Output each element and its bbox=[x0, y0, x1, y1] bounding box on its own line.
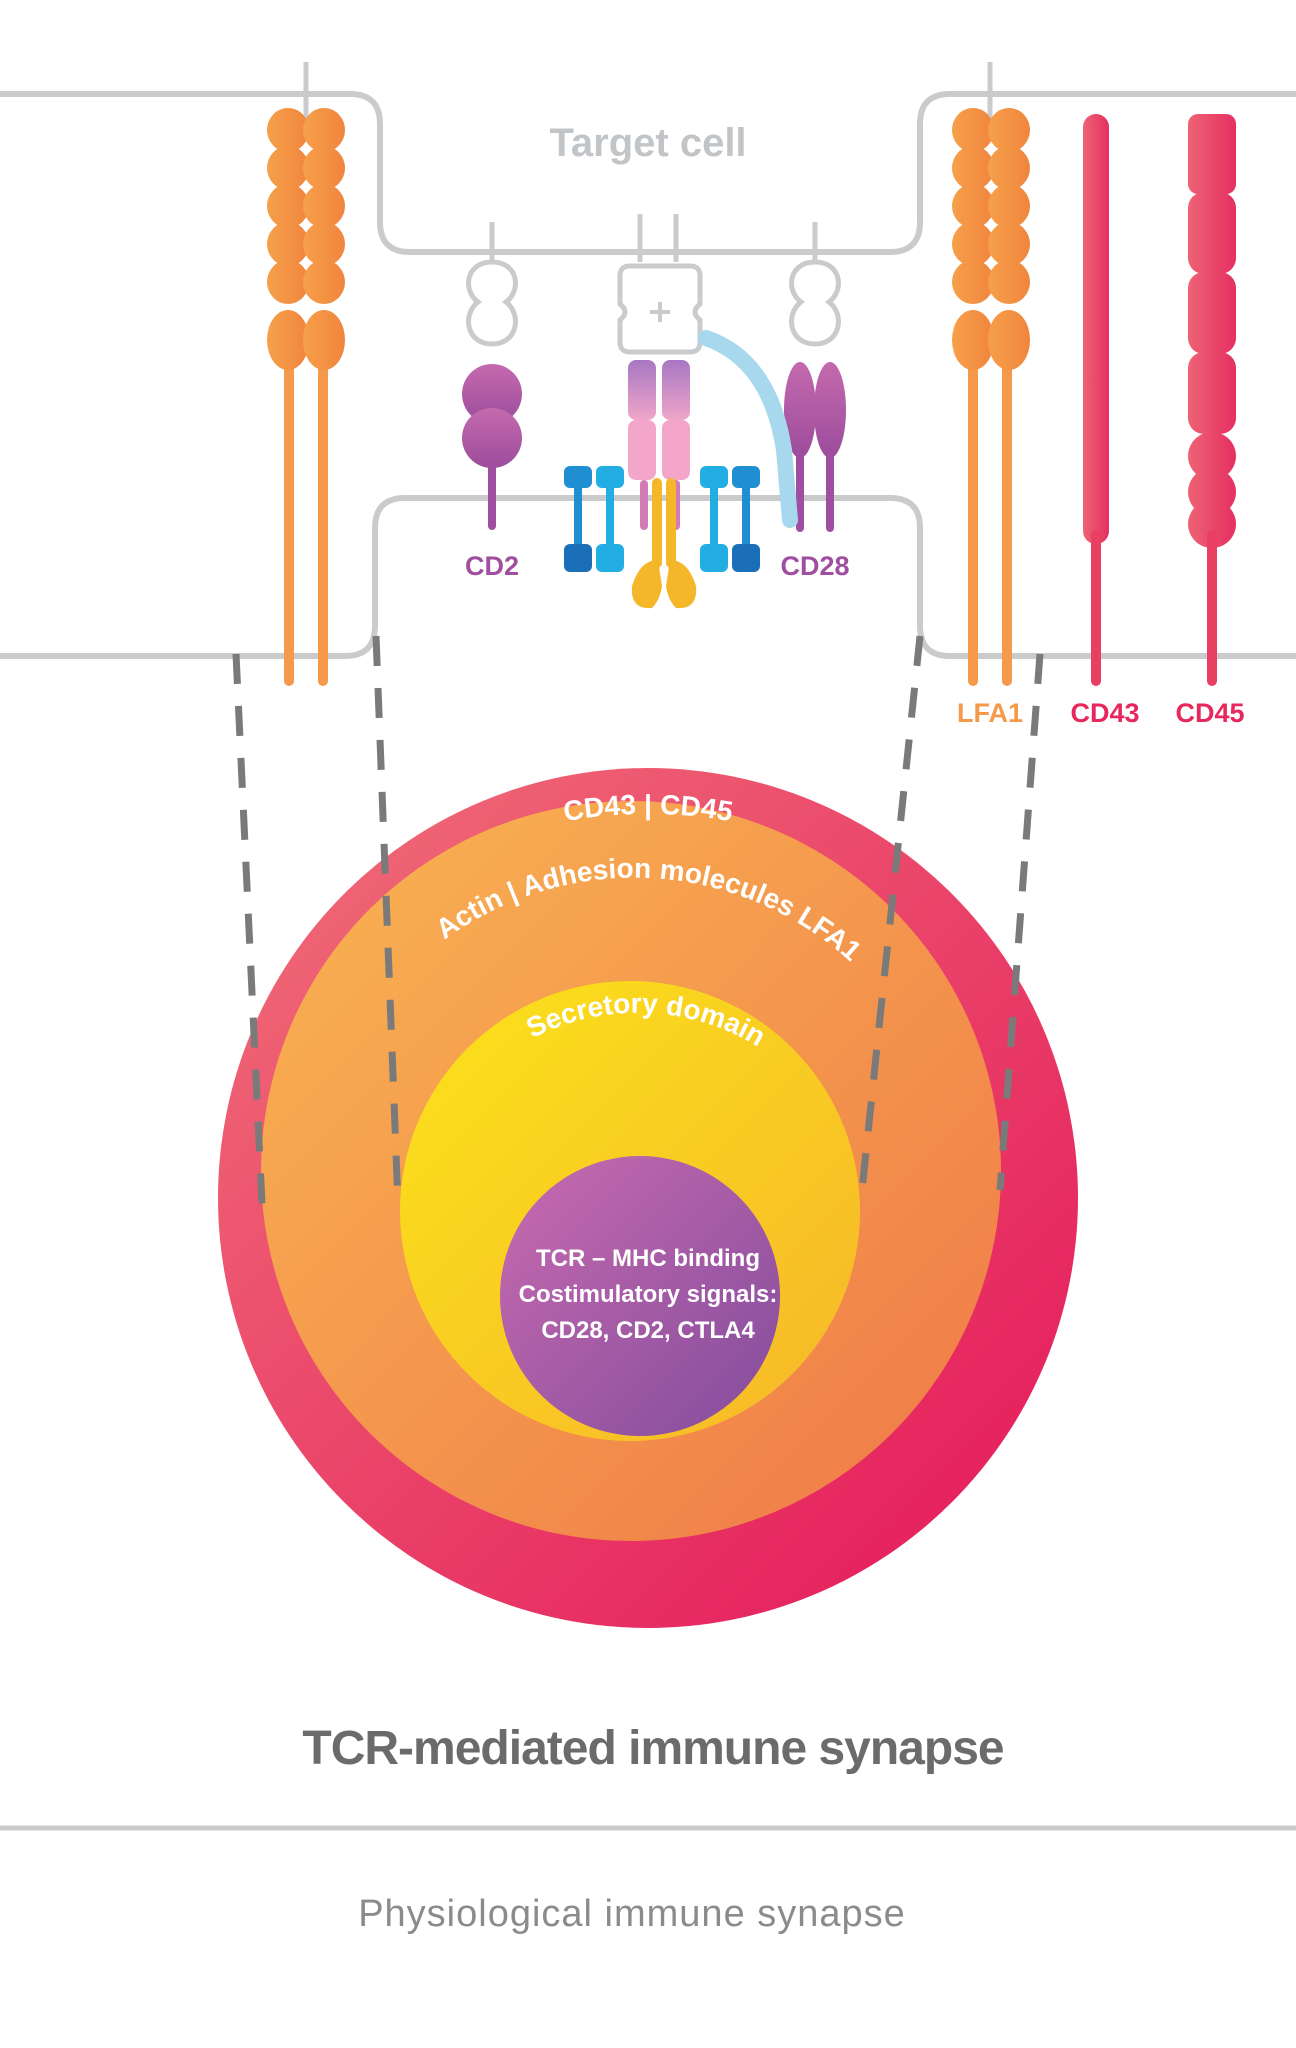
ring-center-line-2: Costimulatory signals: bbox=[519, 1281, 778, 1308]
lfa1-right-chain-a bbox=[952, 108, 994, 370]
cd3-left bbox=[564, 466, 624, 572]
cd43-label: CD43 bbox=[1070, 698, 1139, 728]
cd2-ligand bbox=[466, 222, 518, 347]
lfa1-right-chain-b bbox=[988, 108, 1030, 370]
lfa1-right-molecule bbox=[952, 62, 1030, 686]
lfa1-left-stalks bbox=[284, 330, 328, 686]
ring-center-line-3: CD28, CD2, CTLA4 bbox=[541, 1317, 755, 1344]
cd28-molecule bbox=[784, 362, 846, 532]
cd3-right bbox=[700, 466, 760, 572]
target-cell-label: Target cell bbox=[549, 121, 746, 165]
ring-center bbox=[500, 1156, 780, 1436]
mhc-light-chain bbox=[698, 330, 798, 528]
cd43-molecule bbox=[1083, 114, 1109, 686]
page-title: TCR-mediated immune synapse bbox=[302, 1722, 1003, 1775]
cd28-label: CD28 bbox=[780, 551, 849, 581]
synapse-rings bbox=[218, 768, 1078, 1628]
ring-center-line-1: TCR – MHC binding bbox=[536, 1245, 760, 1272]
lfa1-left-chain-b bbox=[303, 108, 345, 370]
cd2-molecule bbox=[462, 364, 522, 530]
tcr-molecule bbox=[628, 360, 690, 530]
cd45-label: CD45 bbox=[1175, 698, 1244, 728]
page-subtitle: Physiological immune synapse bbox=[358, 1893, 906, 1935]
cd28-ligand bbox=[789, 222, 841, 347]
lfa1-right-stalks bbox=[968, 330, 1012, 686]
cd2-label: CD2 bbox=[465, 551, 519, 581]
lfa1-left-chain-a bbox=[267, 108, 309, 370]
projection-lines bbox=[232, 635, 1044, 1205]
mhc-molecule bbox=[617, 214, 798, 528]
zap70-molecule bbox=[631, 478, 697, 609]
cd45-molecule bbox=[1188, 114, 1236, 686]
target-cell-membrane bbox=[0, 91, 1296, 255]
lfa1-left-molecule bbox=[267, 62, 345, 686]
lfa1-label: LFA1 bbox=[957, 698, 1023, 728]
